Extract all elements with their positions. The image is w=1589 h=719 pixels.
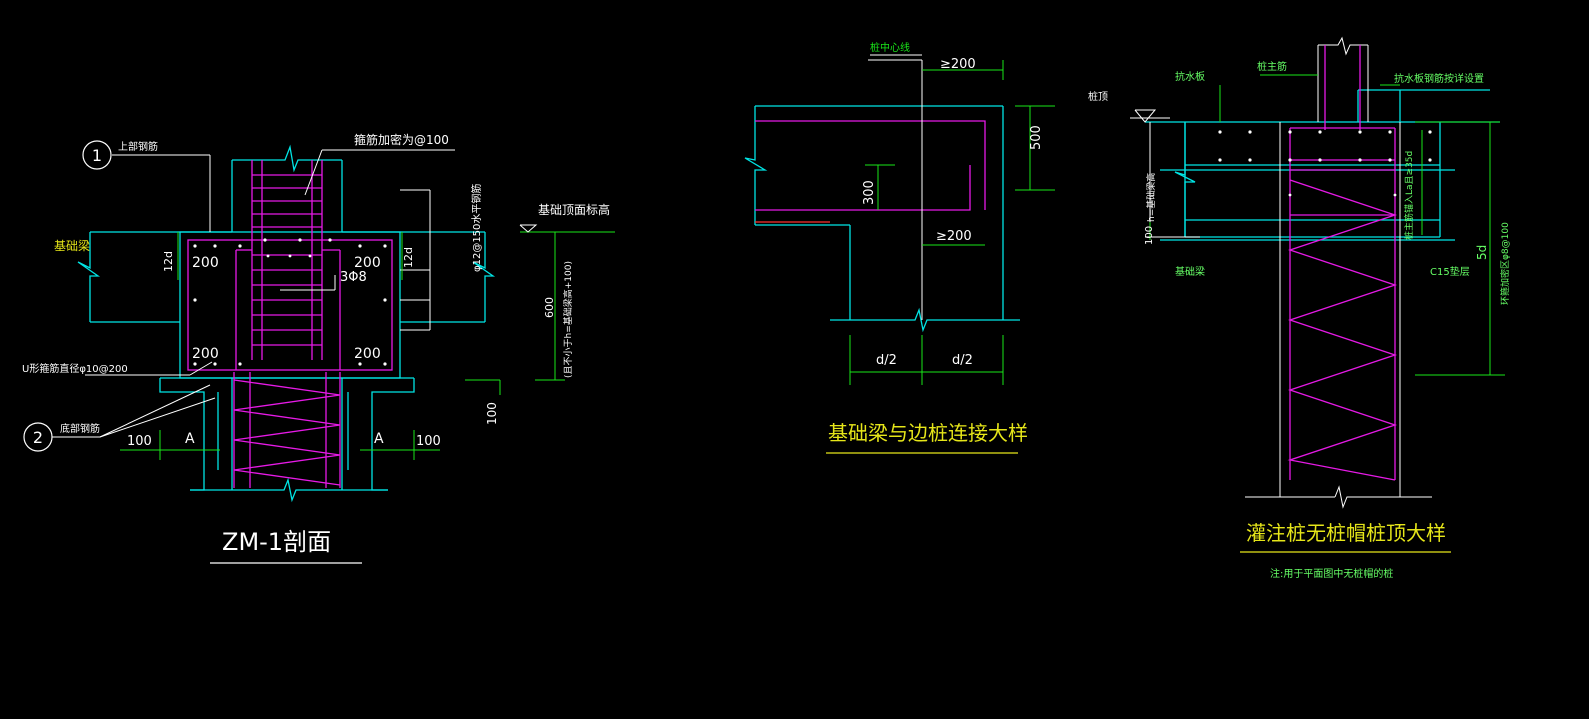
callout-2-circle [23,422,53,452]
beam-pile-rebar [755,120,986,211]
dim-600: 600 [543,297,556,318]
beam-pile-detail [744,54,1055,454]
callout-2-number: 2 [33,428,43,447]
zm1-column-outline [77,144,496,503]
top-bar-label: 上部钢筋 [118,140,158,153]
callout-1-number: 1 [92,146,102,165]
pile-top-note: 注:用于平面图中无桩帽的桩 [1270,567,1393,580]
beam-pile-outline [744,105,1020,333]
waterproof-rebar-label: 抗水板钢筋按详设置 [1394,72,1484,85]
dim-600-note: (且不小于h=基础梁高+100) [562,261,574,378]
zm1-leaders [52,149,455,438]
dim-100-right: 100 [485,402,499,425]
pile-top-label: 桩顶 [1088,90,1108,103]
bottom-bar-label: 底部钢筋 [60,422,100,435]
dim-100-left: 100 [127,434,152,449]
zm1-texts: 1 2 上部钢筋 底部钢筋 箍筋加密为@100 基础梁 基础顶面标高 U形箍筋直… [22,132,610,556]
label-a-right: A [374,431,384,447]
d2-right: d/2 [952,353,973,368]
zm1-title: ZM-1剖面 [222,528,331,556]
zm1-section [23,140,615,564]
top-level-marker [519,224,538,233]
c15-label: C15垫层 [1430,265,1470,278]
pile-top-outline [1145,89,1500,241]
pile-top-dim-100: 100 [1144,226,1155,245]
side-bar-note: φ12@150水平钢筋 [470,184,483,272]
cover-top-right: 200 [354,255,381,271]
cover-bottom-right: 200 [354,346,381,362]
beam-pile-title: 基础梁与边桩连接大样 [828,421,1028,445]
h-note: h=基础梁高 [1145,173,1157,222]
cover-bottom-left: 200 [192,346,219,362]
bar-3phi8: 3Φ8 [340,270,367,285]
ge200-top: ≥200 [940,57,976,72]
zm1-rebar [187,160,393,488]
d2-left: d/2 [876,353,897,368]
pile-top-detail [1130,36,1505,553]
u-stirrup-note: U形箍筋直径φ10@200 [22,362,128,375]
dim-100-bottom-right: 100 [416,434,441,449]
pile-top-title: 灌注桩无桩帽桩顶大样 [1246,521,1446,545]
pile-main-bar-label: 桩主筋 [1257,60,1287,73]
zm1-bar-dots [193,238,387,366]
right-12d: 12d [402,247,415,268]
pile-top-dims [1149,74,1505,376]
beam-pile-texts: 桩中心线 ≥200 500 300 ≥200 d/2 d/2 基础梁与边桩连接大… [828,41,1044,445]
pile-top-rebar [1287,45,1398,481]
pile-top-beam-label: 基础梁 [1175,265,1205,278]
anchor-note: 桩主筋锚入La且≥35d [1403,151,1415,240]
cover-top-left: 200 [192,255,219,271]
pile-top-pile-lines [1130,36,1432,509]
pile-center-label: 桩中心线 [870,41,910,54]
zm1-dims [120,231,615,460]
waterproof-label: 抗水板 [1175,70,1205,83]
dim-300: 300 [862,180,877,205]
callout-1-circle [82,140,112,170]
top-level-label: 基础顶面标高 [538,202,610,217]
pile-top-texts: 抗水板 桩主筋 抗水板钢筋按详设置 桩顶 h=基础梁高 100 基础梁 桩主筋锚… [1088,60,1511,580]
dim-5d: 5d [1475,245,1489,260]
ge200-bottom: ≥200 [936,229,972,244]
pile-top-bar-dots [1218,130,1432,197]
stirrup-note: 箍筋加密为@100 [354,132,449,147]
zm1-beam-label: 基础梁 [54,238,90,253]
beam-pile-center [868,54,923,320]
label-a-left: A [185,431,195,447]
spiral-note: 环箍加密区φ8@100 [1499,222,1511,305]
left-12d: 12d [162,251,175,272]
dim-500: 500 [1029,125,1044,150]
beam-pile-dims [849,60,1055,385]
